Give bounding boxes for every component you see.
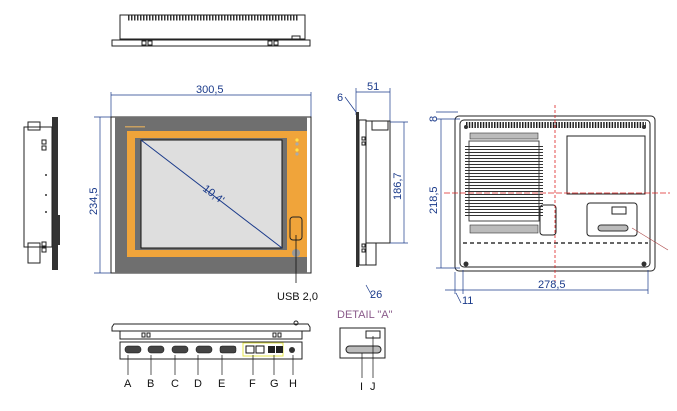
port-label-e: E [218,378,225,390]
port-label-f: F [249,378,256,390]
detail-a-title: DETAIL "A" [337,309,393,321]
top-view [111,14,311,47]
port-label-a: A [124,378,132,390]
rear-height-dimension: 218,5 [428,186,440,214]
front-height-dimension: 234,5 [88,187,100,215]
detail-a-view: DETAIL "A" I J [337,309,393,393]
rear-view: 8 218,5 278,5 11 [428,105,670,307]
rear-width-dimension: 278,5 [538,279,566,291]
side-depth-dimension: 51 [367,81,379,93]
port-label-b: B [147,378,154,390]
side-height-dimension: 186,7 [392,172,404,200]
usb-label: USB 2,0 [277,291,318,303]
port-label-h: H [289,378,297,390]
port-label-g: G [270,378,279,390]
side-bottom-dimension: 26 [370,289,382,301]
port-label-c: C [171,378,179,390]
rear-top-offset-dimension: 8 [428,116,440,122]
left-side-view [23,117,60,270]
rear-left-offset-dimension: 11 [462,295,473,307]
detail-a-region [586,202,638,237]
right-side-view: 51 6 186,7 26 [337,81,408,301]
port-label-d: D [194,378,202,390]
front-width-dimension: 300,5 [196,84,224,96]
side-bezel-dimension: 6 [337,92,343,104]
bottom-view: A B C D E F G H [111,320,311,390]
detail-label-i: I [360,381,363,393]
detail-label-j: J [370,381,376,393]
front-view: 300,5 234,5 10,4' USB 2,0 [88,84,318,303]
